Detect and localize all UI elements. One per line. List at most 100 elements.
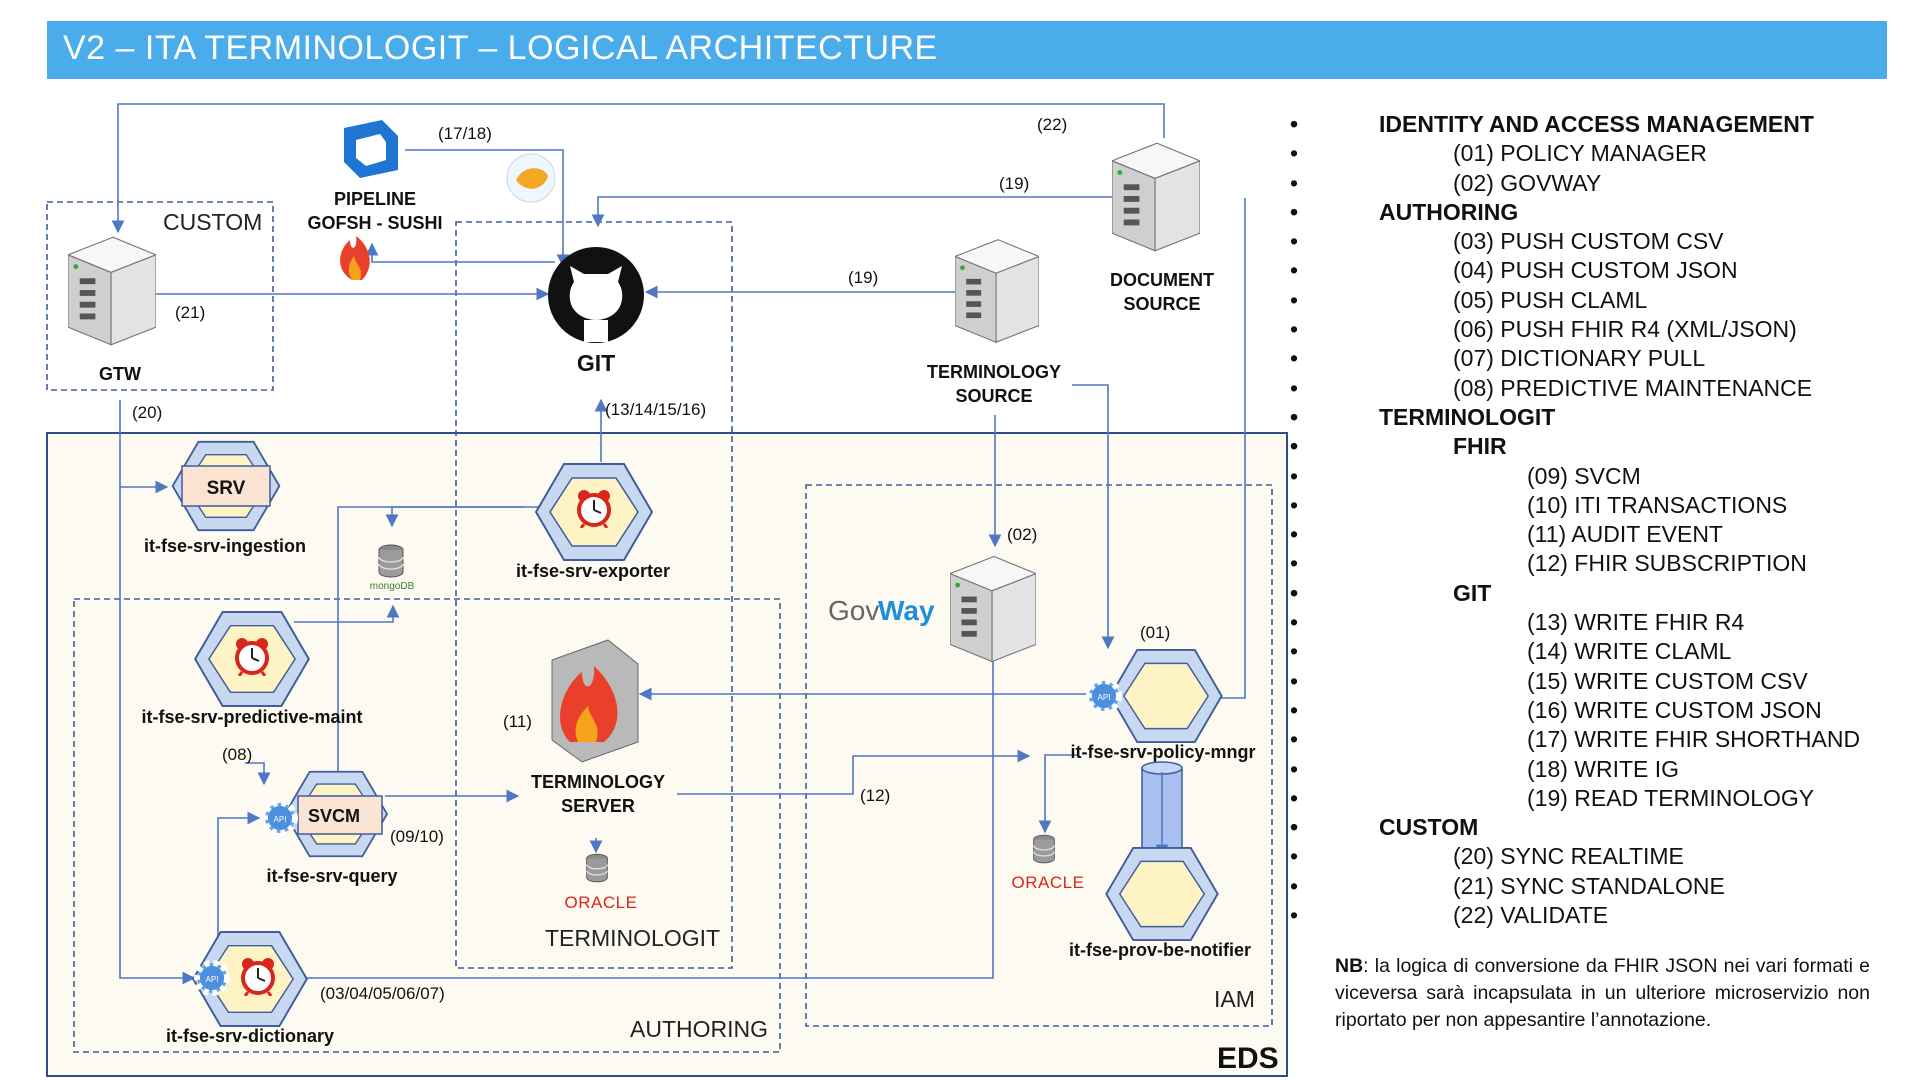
exporter-service[interactable]: it-fse-srv-exporter: [516, 463, 670, 581]
legend-item: (22) VALIDATE: [1290, 901, 1895, 931]
svg-text:API: API: [1098, 693, 1111, 702]
eds-zone-label: EDS: [1217, 1042, 1279, 1075]
pipeline-node[interactable]: PIPELINE GOFSH - SUSHI: [307, 120, 556, 280]
flow-label-12: (12): [860, 786, 890, 805]
legend-item: FHIR: [1290, 432, 1895, 462]
legend-item: (12) FHIR SUBSCRIPTION: [1290, 549, 1895, 579]
legend-item: (02) GOVWAY: [1290, 169, 1895, 199]
policy-manager-service[interactable]: API it-fse-srv-policy-mngr: [1070, 648, 1256, 762]
git-label: GIT: [577, 350, 615, 376]
govway-node[interactable]: Gov Way: [828, 555, 1036, 663]
legend-item: GIT: [1290, 579, 1895, 609]
legend-item: (11) AUDIT EVENT: [1290, 520, 1895, 550]
title-bar: V2 – ITA TERMINOLOGIT – LOGICAL ARCHITEC…: [47, 21, 1887, 79]
predictive-clock-icon: [234, 636, 270, 676]
legend-item: (13) WRITE FHIR R4: [1290, 608, 1895, 638]
govway-logo-way: Way: [878, 595, 935, 626]
iam-zone-label: IAM: [1214, 986, 1255, 1012]
fhir-flame-icon: [340, 236, 370, 280]
gtw-node[interactable]: GTW: [68, 236, 156, 384]
document-source-label-1: DOCUMENT: [1110, 270, 1214, 290]
custom-zone: [46, 201, 274, 391]
mongodb-label: mongoDB: [370, 581, 415, 592]
legend-item: (21) SYNC STANDALONE: [1290, 872, 1895, 902]
flow-label-09-10: (09/10): [390, 827, 444, 846]
legend-item: (06) PUSH FHIR R4 (XML/JSON): [1290, 315, 1895, 345]
govway-logo-gov: Gov: [828, 595, 879, 626]
oracle-db-iam: ORACLE: [1012, 834, 1084, 892]
query-label: it-fse-srv-query: [266, 866, 397, 886]
legend-item: (07) DICTIONARY PULL: [1290, 344, 1895, 374]
legend-item: (03) PUSH CUSTOM CSV: [1290, 227, 1895, 257]
legend-item: (09) SVCM: [1290, 462, 1895, 492]
legend-item: (15) WRITE CUSTOM CSV: [1290, 667, 1895, 697]
mongodb-icon: [378, 544, 404, 578]
document-source-label-2: SOURCE: [1123, 294, 1200, 314]
footnote-text: : la logica di conversione da FHIR JSON …: [1335, 955, 1870, 1031]
legend-item: (18) WRITE IG: [1290, 755, 1895, 785]
flow-label-11: (11): [503, 712, 532, 731]
gtw-label: GTW: [99, 364, 141, 384]
custom-zone-label: CUSTOM: [163, 209, 262, 235]
oracle-db-terminologit: ORACLE: [565, 853, 638, 912]
flow-label-19-term: (19): [848, 268, 878, 287]
legend-list: IDENTITY AND ACCESS MANAGEMENT(01) POLIC…: [1290, 110, 1895, 931]
footnote: NB: la logica di conversione da FHIR JSO…: [1335, 953, 1870, 1034]
oracle-label-terminologit: ORACLE: [565, 893, 638, 912]
policy-label: it-fse-srv-policy-mngr: [1070, 742, 1255, 762]
legend-item: (08) PREDICTIVE MAINTENANCE: [1290, 374, 1895, 404]
legend-item: AUTHORING: [1290, 198, 1895, 228]
flow-label-19-doc: (19): [999, 174, 1029, 193]
flow-label-13-16: (13/14/15/16): [605, 400, 706, 419]
terminology-source-node[interactable]: TERMINOLOGY SOURCE: [927, 239, 1061, 406]
flow-lines: [111, 103, 1246, 985]
legend-item: (01) POLICY MANAGER: [1290, 139, 1895, 169]
flow-label-21: (21): [175, 303, 205, 322]
svg-text:API: API: [206, 975, 219, 984]
terminology-server-label-2: SERVER: [561, 796, 635, 816]
iam-zone: [805, 484, 1273, 1027]
pipeline-label-1: PIPELINE: [334, 189, 416, 209]
document-source-node[interactable]: DOCUMENT SOURCE: [1110, 142, 1214, 314]
legend-item: (17) WRITE FHIR SHORTHAND: [1290, 725, 1895, 755]
ingestion-service[interactable]: SRV it-fse-srv-ingestion: [144, 440, 306, 556]
mongodb-node: mongoDB: [370, 544, 415, 592]
terminology-source-label-2: SOURCE: [955, 386, 1032, 406]
oracle-db-icon: [585, 853, 609, 883]
legend-item: (14) WRITE CLAML: [1290, 637, 1895, 667]
legend-item: (10) ITI TRANSACTIONS: [1290, 491, 1895, 521]
pipeline-label-2: GOFSH - SUSHI: [307, 213, 442, 233]
predictive-service[interactable]: it-fse-srv-predictive-maint: [141, 610, 363, 727]
git-node[interactable]: GIT: [548, 247, 644, 376]
flow-label-08: (08): [222, 745, 252, 764]
dictionary-label: it-fse-srv-dictionary: [166, 1026, 334, 1046]
flow-label-01: (01): [1140, 623, 1170, 642]
footnote-bold: NB: [1335, 955, 1364, 977]
flow-label-20: (20): [132, 403, 162, 422]
notifier-label: it-fse-prov-be-notifier: [1069, 940, 1251, 960]
flow-label-17-18: (17/18): [438, 124, 492, 143]
page-title: V2 – ITA TERMINOLOGIT – LOGICAL ARCHITEC…: [63, 29, 938, 67]
legend-item: TERMINOLOGIT: [1290, 403, 1895, 433]
terminology-server-node[interactable]: TERMINOLOGY SERVER: [531, 639, 665, 816]
legend-item: (05) PUSH CLAML: [1290, 286, 1895, 316]
legend-item: (16) WRITE CUSTOM JSON: [1290, 696, 1895, 726]
terminology-source-server-icon: [955, 239, 1039, 343]
dictionary-service[interactable]: API it-fse-srv-dictionary: [166, 930, 334, 1046]
message-queue-icon: [1141, 761, 1183, 858]
flow-label-02: (02): [1007, 525, 1037, 544]
flow-label-03-07: (03/04/05/06/07): [320, 984, 445, 1003]
ingestion-label: it-fse-srv-ingestion: [144, 536, 306, 556]
gtw-server-icon: [68, 236, 156, 346]
notifier-service[interactable]: it-fse-prov-be-notifier: [1069, 846, 1251, 960]
exporter-clock-icon: [576, 488, 612, 528]
predictive-label: it-fse-srv-predictive-maint: [141, 707, 362, 727]
legend-item: CUSTOM: [1290, 813, 1895, 843]
terminologit-zone: [455, 221, 733, 969]
authoring-zone-label: AUTHORING: [630, 1016, 768, 1042]
srv-box-label: SRV: [207, 478, 246, 499]
terminology-source-label-1: TERMINOLOGY: [927, 362, 1061, 382]
dictionary-clock-icon: [240, 956, 276, 996]
legend-item: (04) PUSH CUSTOM JSON: [1290, 256, 1895, 286]
query-service[interactable]: SVCM API it-fse-srv-query: [265, 770, 398, 886]
